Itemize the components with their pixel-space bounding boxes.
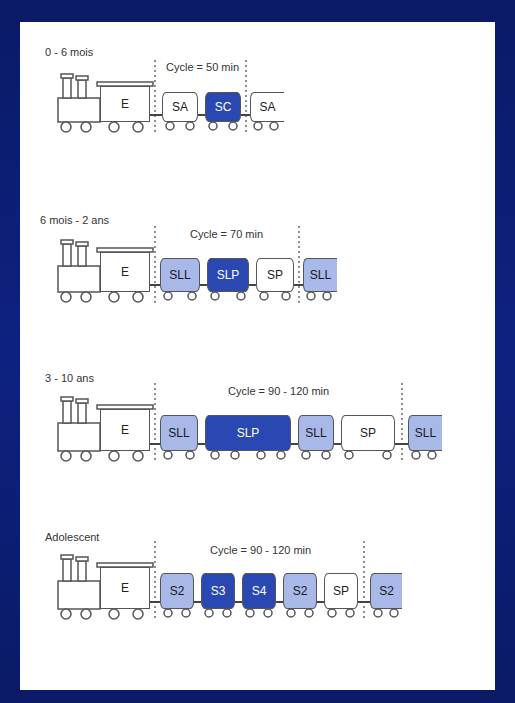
stage-label: SP — [333, 584, 349, 598]
stage-label: SLL — [305, 426, 326, 440]
wagon-coupling — [198, 114, 205, 116]
row-label: 0 - 6 mois — [45, 46, 93, 58]
sleep-stage-wagon: SLP — [207, 258, 249, 292]
locomotive-cab: E — [100, 409, 150, 451]
sleep-stage-wagon: SA — [250, 92, 284, 122]
sleep-stage-wagon: SLL — [298, 415, 334, 451]
wagon-coupling — [317, 601, 324, 603]
sleep-stage-wagon: S2 — [283, 573, 317, 609]
locomotive-cab: E — [100, 86, 150, 122]
sleep-stage-wagon: S2 — [160, 573, 194, 609]
stage-label: S2 — [293, 584, 308, 598]
stage-label: S2 — [170, 584, 185, 598]
stage-label: SLL — [415, 426, 436, 440]
row-label: Adolescent — [45, 531, 99, 543]
stage-label: SP — [360, 426, 376, 440]
label-slot: Adolescent — [45, 531, 99, 543]
wagon-coupling — [150, 601, 160, 603]
wagon-coupling — [150, 443, 160, 445]
stage-label: SC — [215, 100, 232, 114]
label-slot: 3 - 10 ans — [45, 372, 94, 384]
wagon-coupling — [150, 114, 162, 116]
wagon-coupling — [241, 114, 250, 116]
stage-label: S2 — [379, 584, 394, 598]
stage-label: E — [121, 97, 129, 111]
stage-label: SA — [259, 100, 275, 114]
stage-label: SA — [172, 100, 188, 114]
stage-label: SLP — [237, 426, 260, 440]
label-slot: Cycle = 70 min — [190, 228, 263, 240]
label-slot: Cycle = 90 - 120 min — [228, 385, 329, 397]
wagon-coupling — [194, 601, 201, 603]
sleep-stage-wagon: S3 — [201, 573, 235, 609]
stage-label: S4 — [252, 584, 267, 598]
label-slot: 6 mois - 2 ans — [40, 214, 109, 226]
stage-label: E — [121, 423, 129, 437]
wagon-coupling — [235, 601, 242, 603]
stage-label: S3 — [211, 584, 226, 598]
stage-label: SLL — [169, 268, 190, 282]
wagon-coupling — [291, 443, 298, 445]
sleep-stage-wagon: SP — [324, 573, 358, 609]
sleep-stage-wagon: S2 — [370, 573, 402, 609]
cycle-duration: Cycle = 70 min — [190, 228, 263, 240]
row-label: 6 mois - 2 ans — [40, 214, 109, 226]
sleep-stage-wagon: SC — [205, 92, 241, 122]
sleep-stage-wagon: S4 — [242, 573, 276, 609]
wagon-coupling — [200, 284, 207, 286]
sleep-stage-wagon: SLL — [303, 258, 337, 292]
sleep-stage-wagon: SLL — [160, 415, 198, 451]
sleep-stage-wagon: SLL — [408, 415, 442, 451]
sleep-stage-wagon: SLL — [160, 258, 200, 292]
wagon-coupling — [249, 284, 256, 286]
stage-label: E — [121, 581, 129, 595]
row-label: 3 - 10 ans — [45, 372, 94, 384]
sleep-stage-wagon: SP — [256, 258, 294, 292]
sleep-stage-wagon: SP — [341, 415, 395, 451]
stage-label: E — [121, 265, 129, 279]
stage-label: SLL — [310, 268, 331, 282]
label-slot: Cycle = 50 min — [166, 61, 239, 73]
label-slot: Cycle = 90 - 120 min — [210, 544, 311, 556]
wagon-coupling — [395, 443, 408, 445]
wagon-coupling — [358, 601, 370, 603]
wagon-coupling — [294, 284, 303, 286]
cycle-duration: Cycle = 50 min — [166, 61, 239, 73]
stage-label: SP — [267, 268, 283, 282]
cycle-duration: Cycle = 90 - 120 min — [228, 385, 329, 397]
sleep-stage-wagon: SLP — [205, 415, 291, 451]
stage-label: SLL — [168, 426, 189, 440]
wagon-coupling — [276, 601, 283, 603]
wagon-coupling — [334, 443, 341, 445]
locomotive-cab: E — [100, 252, 150, 292]
locomotive-cab: E — [100, 567, 150, 609]
wagon-coupling — [150, 284, 160, 286]
stage-label: SLP — [217, 268, 240, 282]
label-slot: 0 - 6 mois — [45, 46, 93, 58]
sleep-stage-wagon: SA — [162, 92, 198, 122]
wagon-coupling — [198, 443, 205, 445]
cycle-duration: Cycle = 90 - 120 min — [210, 544, 311, 556]
